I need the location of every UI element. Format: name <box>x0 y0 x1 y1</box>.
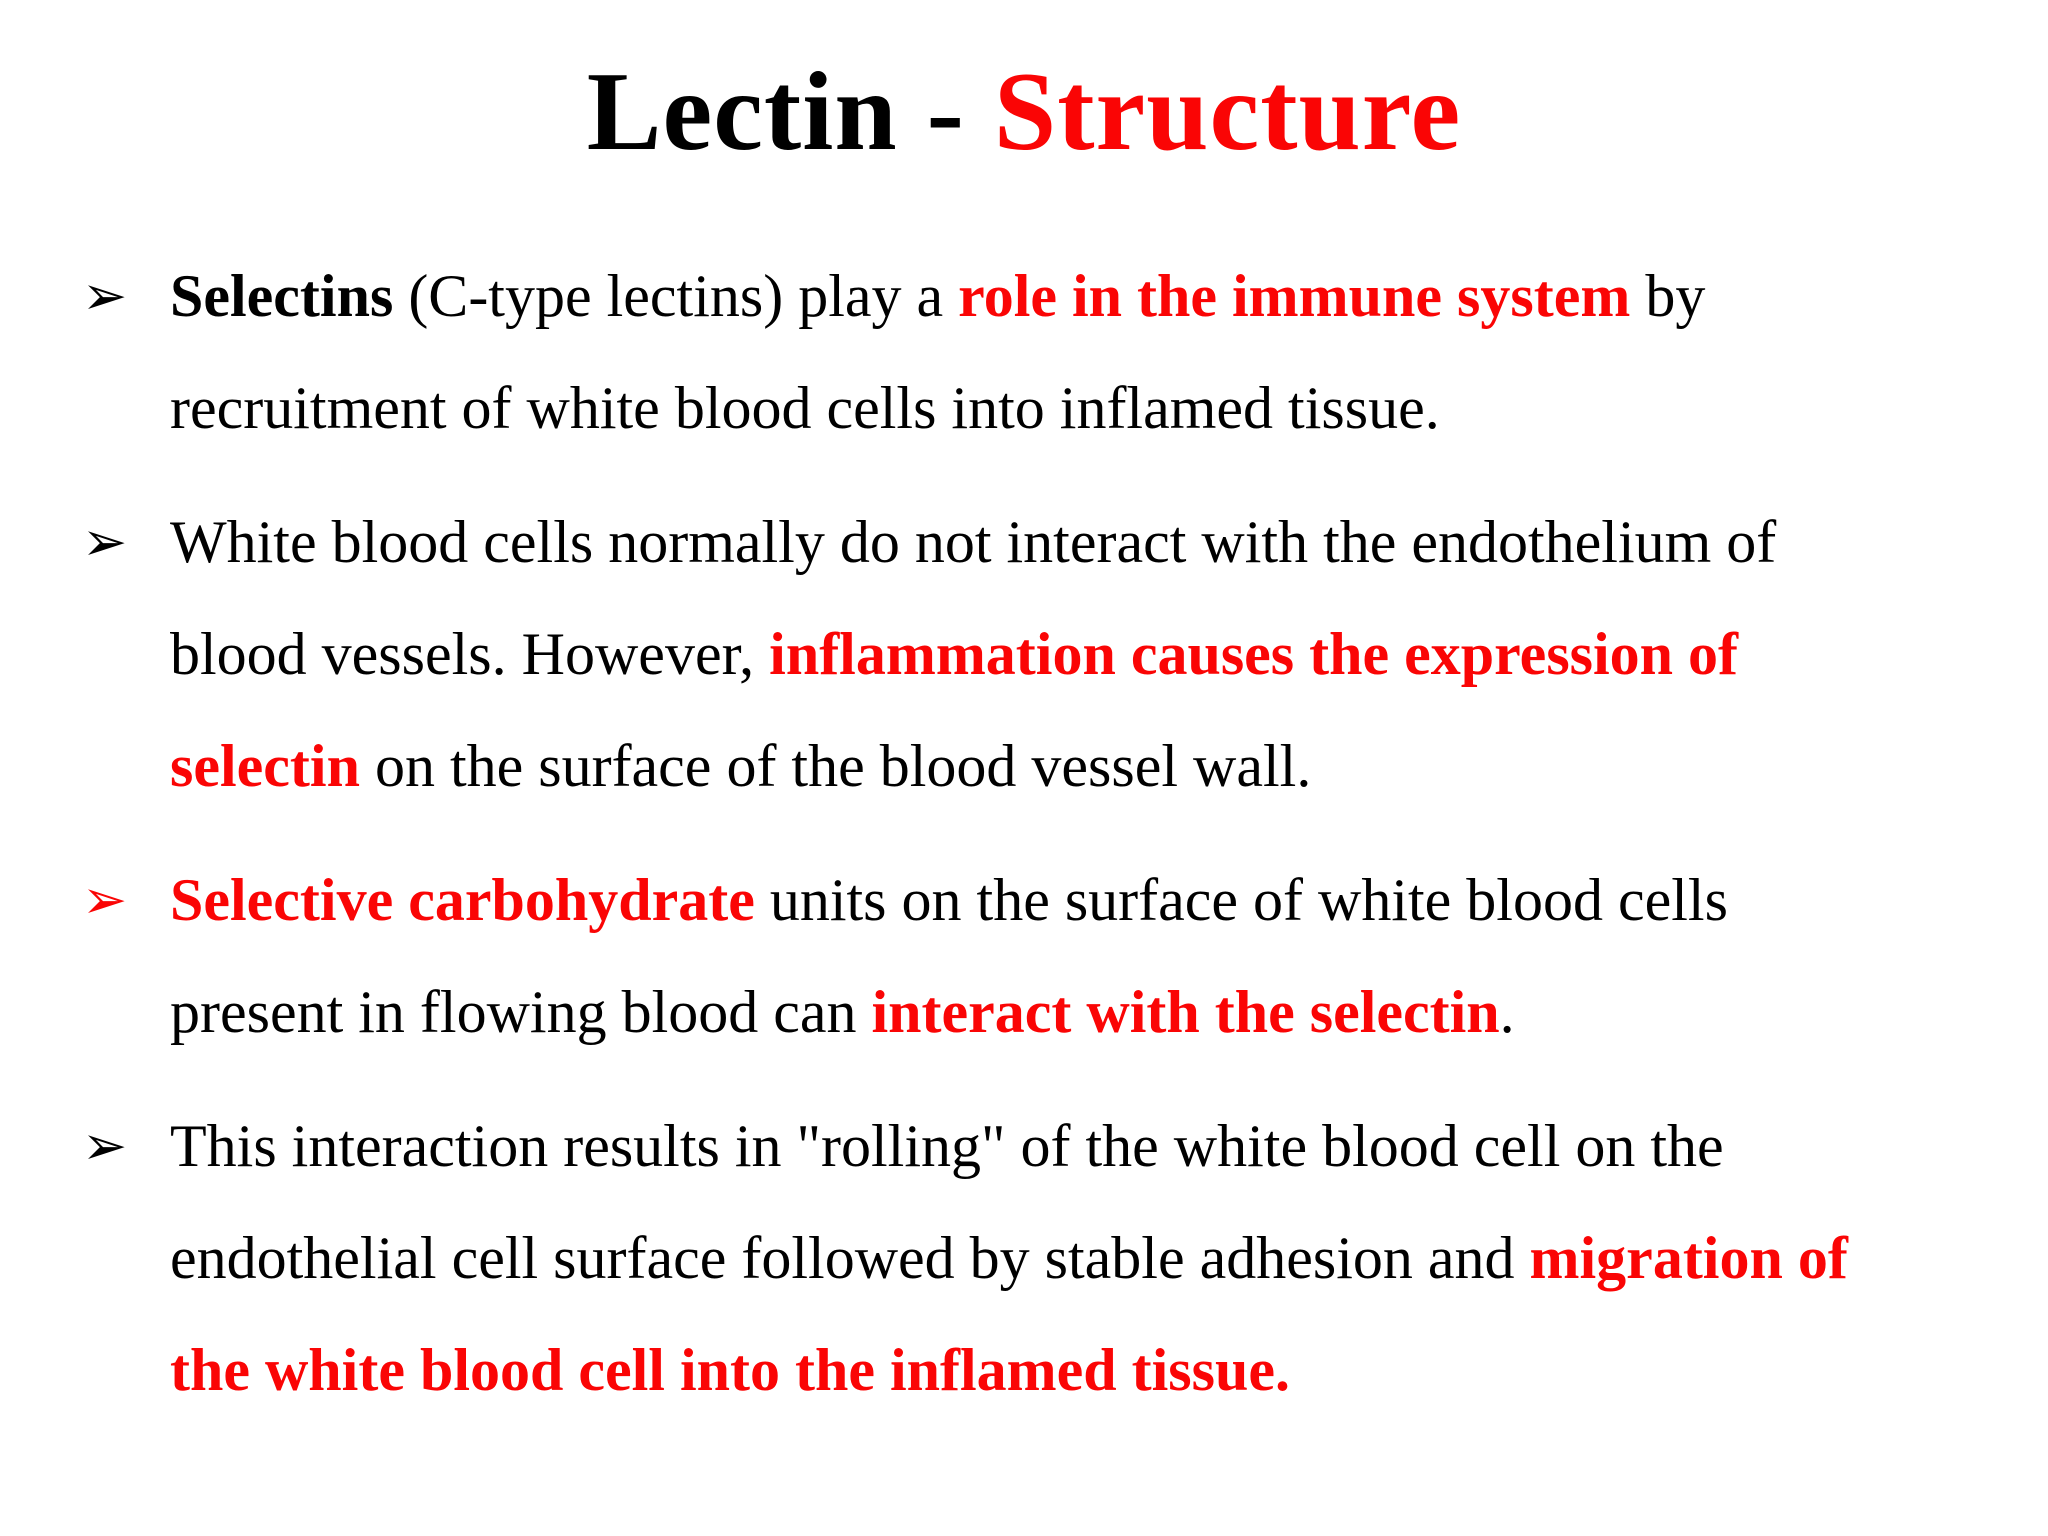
slide-title: Lectin - Structure <box>0 42 2048 182</box>
text-line: endothelial cell surface followed by sta… <box>170 1202 1998 1314</box>
text-segment: present in flowing blood can <box>170 979 872 1045</box>
bullet-item: ➢ Selective carbohydrate units on the sur… <box>82 844 1998 1068</box>
text-line: Selective carbohydrate units on the surf… <box>170 844 1998 956</box>
text-segment: by <box>1630 263 1706 329</box>
slide-title-black: Lectin - <box>586 50 994 174</box>
text-segment: inflammation causes the expression of <box>769 621 1739 687</box>
text-segment: Selectins <box>170 263 394 329</box>
text-line: present in flowing blood can interact wi… <box>170 956 1998 1068</box>
text-line: the white blood cell into the inflamed t… <box>170 1314 1998 1426</box>
text-segment: role in the immune system <box>958 263 1631 329</box>
bullet-arrow-icon: ➢ <box>82 1114 128 1177</box>
text-segment: interact with the selectin <box>871 979 1500 1045</box>
text-segment: endothelial cell surface followed by sta… <box>170 1225 1530 1291</box>
slide-title-red: Structure <box>993 50 1462 174</box>
text-segment: This interaction results in "rolling" of… <box>170 1113 1724 1179</box>
bullet-arrow-icon: ➢ <box>82 510 128 573</box>
text-segment: migration of <box>1529 1225 1848 1291</box>
text-segment: (C-type lectins) play a <box>393 263 959 329</box>
bullet-item: ➢ Selectins (C-type lectins) play a role … <box>82 240 1998 464</box>
text-segment: White blood cells normally do not intera… <box>170 509 1777 575</box>
bullet-item: ➢ White blood cells normally do not inter… <box>82 486 1998 822</box>
bullet-arrow-icon: ➢ <box>82 868 128 931</box>
text-segment: . <box>1499 979 1515 1045</box>
text-segment: on the surface of the blood vessel wall. <box>359 733 1312 799</box>
bullet-list: ➢ Selectins (C-type lectins) play a role … <box>0 240 2048 1426</box>
bullet-arrow-icon: ➢ <box>82 264 128 327</box>
text-line: White blood cells normally do not intera… <box>170 486 1998 598</box>
text-line: blood vessels. However, inflammation cau… <box>170 598 1998 710</box>
text-line: Selectins (C-type lectins) play a role i… <box>170 240 1998 352</box>
text-line: recruitment of white blood cells into in… <box>170 352 1998 464</box>
text-line: This interaction results in "rolling" of… <box>170 1090 1998 1202</box>
bullet-item: ➢ This interaction results in "rolling" o… <box>82 1090 1998 1426</box>
text-segment: the white blood cell into the inflamed t… <box>170 1337 1290 1403</box>
text-segment: recruitment of white blood cells into in… <box>170 375 1440 441</box>
text-segment: Selective carbohydrate <box>170 867 755 933</box>
text-line: selectin on the surface of the blood ves… <box>170 710 1998 822</box>
text-segment: blood vessels. However, <box>170 621 770 687</box>
text-segment: selectin <box>170 733 360 799</box>
text-segment: units on the surface of white blood cell… <box>754 867 1728 933</box>
